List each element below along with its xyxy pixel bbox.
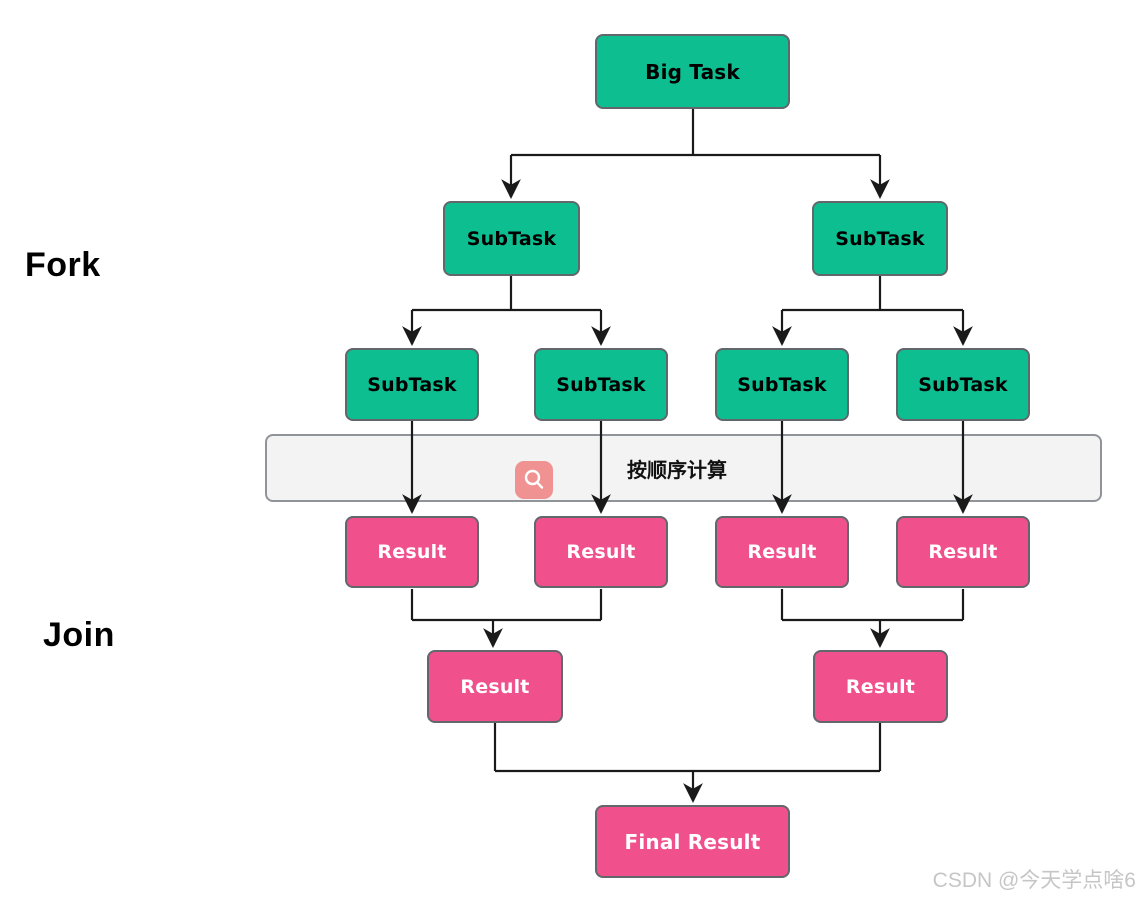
csdn-watermark: CSDN @今天学点啥6	[932, 869, 1136, 892]
node-result-2: Result	[534, 516, 668, 588]
node-result-merged-right: Result	[813, 650, 948, 723]
magnifier-glyph	[524, 469, 544, 489]
magnifier-icon[interactable]	[515, 461, 553, 499]
node-result-3: Result	[715, 516, 849, 588]
sequential-compute-banner: 按顺序计算	[265, 434, 1102, 502]
node-result-4: Result	[896, 516, 1030, 588]
node-big-task: Big Task	[595, 34, 790, 109]
fork-phase-label: Fork	[25, 246, 101, 284]
node-result-1: Result	[345, 516, 479, 588]
node-subtask-l3-3: SubTask	[715, 348, 849, 421]
node-subtask-l3-1: SubTask	[345, 348, 479, 421]
node-subtask-l3-4: SubTask	[896, 348, 1030, 421]
node-subtask-l3-2: SubTask	[534, 348, 668, 421]
node-subtask-l2-right: SubTask	[812, 201, 948, 276]
node-subtask-l2-left: SubTask	[443, 201, 580, 276]
node-final-result: Final Result	[595, 805, 790, 878]
node-result-merged-left: Result	[427, 650, 563, 723]
sequential-compute-label: 按顺序计算	[627, 457, 727, 482]
join-phase-label: Join	[43, 616, 115, 654]
